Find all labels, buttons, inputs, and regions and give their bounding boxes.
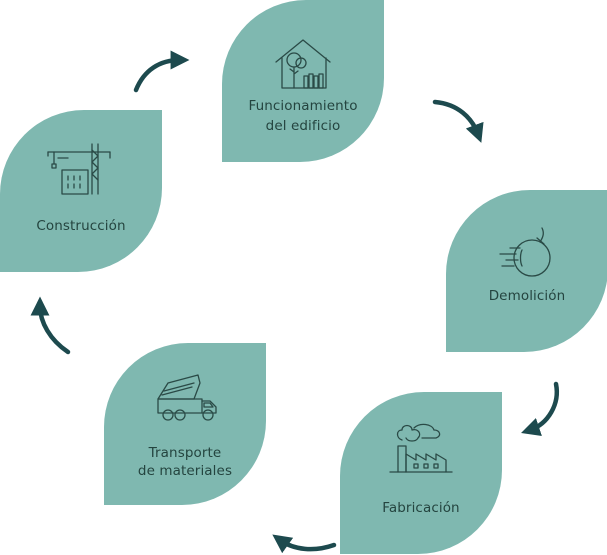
arrow-construccion-to-funcionamiento [133,50,190,93]
arrow-fabricacion-to-transporte [272,534,337,554]
arrow-funcionamiento-to-demolicion [432,99,484,143]
house-tree-icon [268,36,338,92]
stage-fabricacion: Fabricación [340,392,502,554]
stage-demolicion: Demolición [446,190,607,352]
stage-label-line1: Demolición [488,288,566,304]
arrow-transporte-to-construccion [30,296,71,355]
stage-label-line1: Funcionamiento [248,98,358,114]
stage-funcionamiento: Funcionamiento del edificio [222,0,384,162]
crane-building-icon [44,140,114,196]
stage-label-line1: Construcción [36,218,126,234]
stage-label-line2: del edificio [265,118,341,134]
wrecking-ball-icon [492,226,562,282]
stage-transporte: Transporte de materiales [104,343,266,505]
arrow-demolicion-to-fabricacion [521,381,560,436]
dump-truck-icon [154,369,224,425]
stage-label-line2: de materiales [137,463,233,479]
stage-construccion: Construcción [0,110,162,272]
stage-label-line1: Transporte [148,445,222,461]
stage-label-line1: Fabricación [382,500,460,516]
factory-icon [386,418,456,474]
